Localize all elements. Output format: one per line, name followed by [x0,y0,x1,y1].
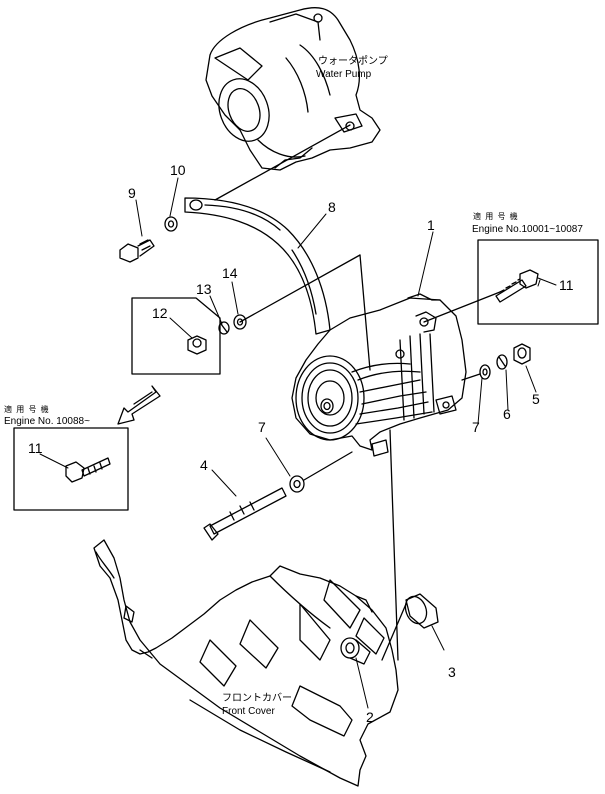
washer-7-center-drawing [289,475,305,493]
water-pump-en-label: Water Pump [316,69,372,80]
callout-12: 12 [152,305,168,321]
callout-9: 9 [128,185,136,201]
callout-5: 5 [532,391,540,407]
water-pump-jp-label: ウォータポンプ [318,56,388,67]
callout-2: 2 [366,709,374,725]
long-bolt-4-drawing [203,487,287,541]
inset-box-right [477,239,599,325]
callout-8: 8 [328,199,336,215]
applicable-jp-right-label: 適 用 号 機 [473,212,519,221]
callout-11-left: 11 [28,440,43,456]
bolt-9-drawing [119,239,155,263]
front-cover-en-label: Front Cover [222,706,275,717]
callout-3: 3 [448,664,456,680]
inset-box-left [13,427,129,511]
front-cover-jp-label: フロントカバー [222,693,292,704]
lock-washer-13-drawing [218,321,230,335]
washer-14-drawing [233,314,247,330]
alternator-leader-nut [461,373,481,381]
bolt-11-right-drawing [495,269,539,303]
collar-3-drawing [404,593,439,629]
callout-7-right: 7 [472,419,480,435]
lock-washer-6-drawing [496,354,508,370]
callout-1: 1 [427,217,435,233]
engine-range-left-label: Engine No. 10088~ [4,416,90,427]
arrow-to-left-inset [117,385,161,425]
bracket-leader-2 [359,254,371,371]
callout-7-center: 7 [258,419,266,435]
bolt-11-left-drawing [65,457,111,483]
bracket-leader [239,254,361,323]
nut-12-drawing [187,335,207,355]
inset-box-nut [131,297,221,375]
alternator-drawing [291,293,467,457]
callout-11-right: 11 [559,277,574,293]
washer-10-drawing [164,216,178,232]
adjust-bracket-drawing [184,197,331,335]
washer-7-right-drawing [479,364,491,380]
water-pump-drawing [205,7,381,171]
callout-14: 14 [222,265,238,281]
callout-13: 13 [196,281,212,297]
bolt-4-leader [303,451,353,481]
applicable-jp-left-label: 適 用 号 機 [4,405,50,414]
spacer-2-drawing [340,637,371,665]
engine-range-right-label: Engine No.10001~10087 [472,224,583,235]
front-cover-drawing [93,539,399,787]
water-pump-leader [214,124,351,201]
collar-leader [381,603,407,661]
alternator-leader-right [423,291,501,323]
callout-leaders [39,177,557,709]
callout-10: 10 [170,162,186,178]
nut-5-drawing [513,343,531,365]
alternator-leader-down [389,429,399,661]
callout-6: 6 [503,406,511,422]
callout-4: 4 [200,457,208,473]
